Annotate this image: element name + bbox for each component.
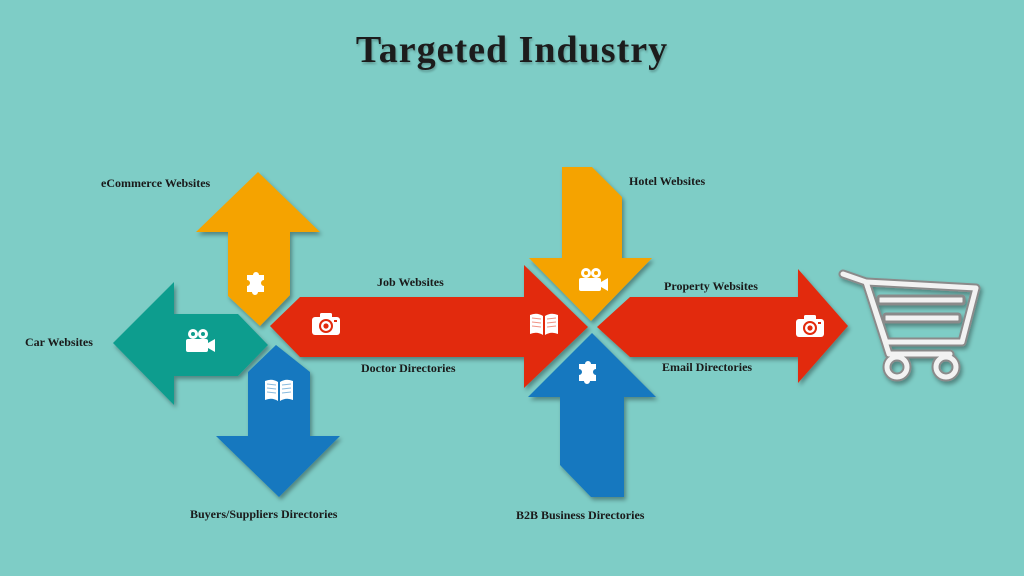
arrow-buyers (216, 345, 340, 497)
label-email-directories: Email Directories (662, 360, 753, 374)
label-hotel-websites: Hotel Websites (629, 174, 706, 188)
arrow-ecommerce (196, 172, 320, 326)
label-job-websites: Job Websites (377, 275, 444, 289)
label-car-websites: Car Websites (25, 335, 93, 349)
arrow-hotel (529, 167, 652, 321)
arrow-property-email (597, 269, 848, 383)
arrow-b2b (528, 333, 656, 497)
arrow-job-doctor (270, 265, 588, 388)
label-ecommerce-websites: eCommerce Websites (101, 176, 211, 190)
label-doctor-directories: Doctor Directories (361, 361, 456, 375)
slide-title: Targeted Industry (355, 29, 669, 71)
label-buyers-suppliers-directories: Buyers/Suppliers Directories (190, 507, 338, 521)
label-b2b-business-directories: B2B Business Directories (516, 508, 645, 522)
shopping-cart-icon (838, 269, 981, 382)
label-property-websites: Property Websites (664, 279, 758, 293)
